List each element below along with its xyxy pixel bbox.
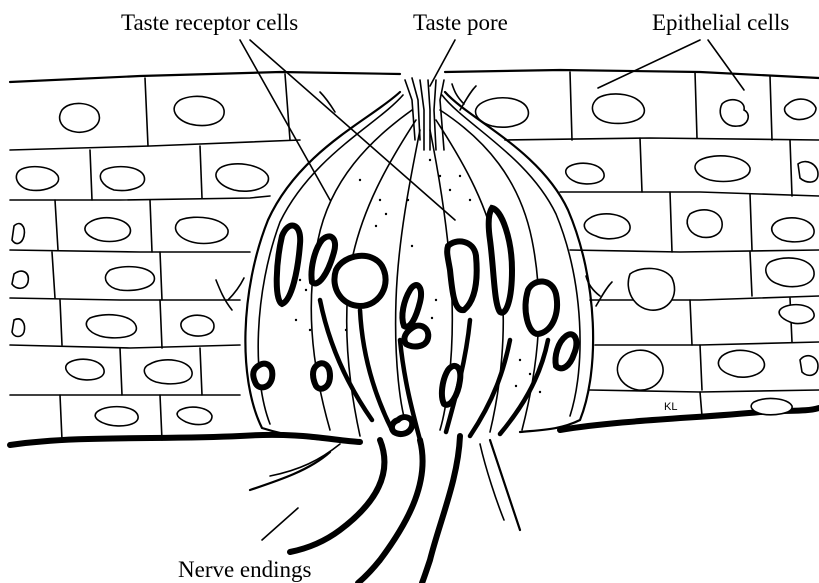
leader-epithelial-cells-1 [598, 40, 700, 88]
label-taste-receptor-cells: Taste receptor cells [121, 11, 298, 34]
label-epithelial-cells: Epithelial cells [652, 11, 789, 34]
leader-epithelial-cells-2 [708, 40, 744, 90]
leader-nerve-endings [262, 508, 298, 540]
leader-taste-pore [430, 40, 455, 86]
label-nerve-endings: Nerve endings [178, 558, 312, 581]
taste-bud [245, 78, 593, 442]
artist-signature: KL [664, 402, 677, 413]
label-taste-pore: Taste pore [413, 11, 508, 34]
